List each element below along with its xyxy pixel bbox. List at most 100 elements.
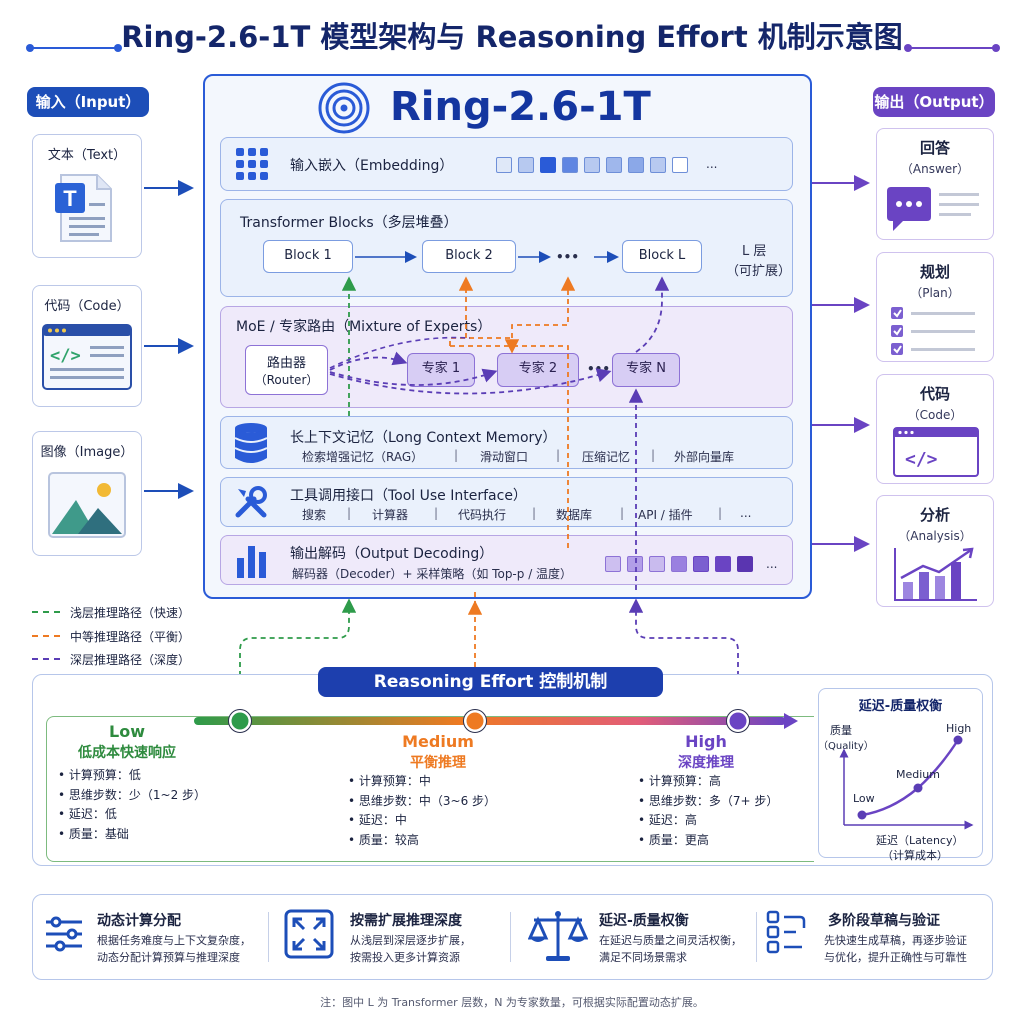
effort-high-bullet: • 质量：更高	[638, 832, 709, 847]
effort-medium-name: Medium	[402, 732, 474, 751]
feature-divider	[268, 912, 269, 962]
effort-high-bullet: • 计算预算：高	[638, 774, 721, 788]
input-card-code: 代码（Code） </>	[32, 285, 142, 407]
moe-router: 路由器 （Router）	[245, 345, 328, 395]
moe-router-label: 路由器	[266, 356, 306, 371]
embedding-token	[584, 157, 600, 173]
effort-low-name: Low	[109, 722, 145, 741]
tool-item-api-plugin: API / 插件	[638, 508, 693, 522]
feature-2-desc-2: 按需投入更多计算资源	[350, 951, 460, 964]
memory-item-compressed: 压缩记忆	[582, 450, 631, 464]
decoding-token	[649, 556, 665, 572]
transformer-title: Transformer Blocks（多层堆叠）	[240, 215, 458, 231]
database-icon	[234, 423, 268, 463]
grid-icon	[236, 148, 268, 180]
tool-divider: |	[718, 506, 723, 520]
output-code-title: 代码	[919, 385, 950, 403]
decoding-ellipsis: ...	[766, 557, 778, 571]
input-image-label: 图像（Image）	[40, 445, 134, 460]
draft-list-icon	[766, 910, 806, 954]
low-level-frame	[46, 716, 814, 862]
checklist-icon	[891, 307, 975, 355]
reasoning-effort-title: Reasoning Effort 控制机制	[318, 667, 663, 697]
input-code-label: 代码（Code）	[44, 299, 130, 314]
tool-item-more: ...	[740, 506, 752, 520]
feature-1-desc-2: 动态分配计算预算与推理深度	[97, 951, 240, 964]
effort-high-bullet: • 延迟：高	[638, 813, 697, 827]
embedding-token	[650, 157, 666, 173]
embedding-title: 输入嵌入（Embedding）	[290, 158, 454, 174]
memory-item-vector-db: 外部向量库	[674, 450, 735, 464]
decoding-token	[693, 556, 709, 572]
memory-title: 长上下文记忆（Long Context Memory）	[290, 430, 557, 446]
memory-divider: |	[556, 448, 561, 462]
memory-divider: |	[454, 448, 459, 462]
image-icon	[48, 472, 126, 538]
moe-expert-2: 专家 2	[497, 353, 579, 387]
output-analysis-title: 分析	[919, 506, 950, 524]
tool-item-calculator: 计算器	[372, 508, 409, 522]
effort-medium-bullet: • 思维步数：中（3~6 步）	[348, 793, 497, 808]
decoding-title: 输出解码（Output Decoding）	[290, 546, 494, 562]
decoding-token	[627, 556, 643, 572]
moe-expert-n: 专家 N	[612, 353, 680, 387]
effort-high-name: High	[685, 732, 727, 751]
legend-medium-swatch	[32, 635, 60, 637]
chat-bubble-icon	[887, 187, 979, 231]
tradeoff-curve	[839, 735, 974, 830]
effort-medium-bullet: • 质量：较高	[348, 832, 419, 847]
memory-item-sliding-window: 滑动窗口	[480, 450, 529, 464]
effort-low-bullet: • 质量：基础	[58, 826, 129, 841]
embedding-token	[672, 157, 688, 173]
tradeoff-panel	[818, 688, 983, 858]
transformer-layer-count: L 层	[742, 244, 767, 259]
feature-2-title: 按需扩展推理深度	[350, 913, 462, 929]
effort-low-bullet: • 思维步数：少（1~2 步）	[58, 787, 207, 802]
embedding-token	[540, 157, 556, 173]
output-card-plan: 规划 （Plan）	[876, 252, 994, 362]
title-rule-left-dot-end	[114, 44, 122, 52]
title-rule-right-dot	[904, 44, 912, 52]
legend-shallow-swatch	[32, 611, 60, 613]
input-card-image: 图像（Image）	[32, 431, 142, 556]
effort-low-bullets: • 计算预算：低 • 思维步数：少（1~2 步） • 延迟：低 • 质量：基础	[58, 766, 206, 844]
tool-item-search: 搜索	[302, 508, 327, 522]
tradeoff-point-medium: Medium	[896, 768, 940, 781]
feature-4-desc-2: 与优化，提升正确性与可靠性	[824, 951, 967, 964]
effort-high-subtitle: 深度推理	[678, 755, 734, 771]
title-rule-left	[30, 47, 118, 49]
tradeoff-xlabel-sub: （计算成本）	[882, 849, 948, 862]
decoding-subtitle: 解码器（Decoder）+ 采样策略（如 Top-p / 温度）	[292, 567, 573, 581]
svg-text:</>: </>	[50, 346, 81, 366]
effort-medium-bullet: • 延迟：中	[348, 813, 407, 827]
effort-low-subtitle: 低成本快速响应	[78, 745, 176, 761]
effort-medium-bullets: • 计算预算：中 • 思维步数：中（3~6 步） • 延迟：中 • 质量：较高	[348, 772, 496, 850]
embedding-token	[606, 157, 622, 173]
feature-4-title: 多阶段草稿与验证	[828, 913, 940, 929]
decoding-token	[737, 556, 753, 572]
code-window-icon: </>	[42, 324, 132, 390]
output-plan-subtitle: （Plan）	[910, 286, 960, 300]
moe-router-sublabel: （Router）	[254, 373, 319, 387]
output-card-answer: 回答 （Answer）	[876, 128, 994, 240]
output-answer-subtitle: （Answer）	[900, 162, 970, 176]
transformer-block-1: Block 1	[263, 240, 353, 273]
text-document-icon: T	[55, 174, 112, 242]
footnote: 注：图中 L 为 Transformer 层数，N 为专家数量，可根据实际配置动…	[320, 996, 704, 1009]
bars-icon	[237, 546, 266, 578]
svg-text:</>: </>	[905, 449, 938, 470]
tool-divider: |	[347, 506, 352, 520]
decoding-token	[671, 556, 687, 572]
embedding-token	[496, 157, 512, 173]
output-card-code: 代码 （Code） </>	[876, 374, 994, 484]
title-rule-left-dot	[26, 44, 34, 52]
decoding-token-strip	[605, 556, 765, 574]
feature-3-desc-2: 满足不同场景需求	[599, 951, 687, 964]
output-code-subtitle: （Code）	[907, 408, 963, 422]
io-arrows	[144, 175, 870, 552]
tools-icon	[235, 486, 267, 518]
output-card-analysis: 分析 （Analysis）	[876, 495, 994, 607]
layer-decoding	[220, 535, 793, 585]
feature-4-desc: 先快速生成草稿，再逐步验证	[824, 934, 967, 947]
output-analysis-subtitle: （Analysis）	[898, 529, 972, 543]
